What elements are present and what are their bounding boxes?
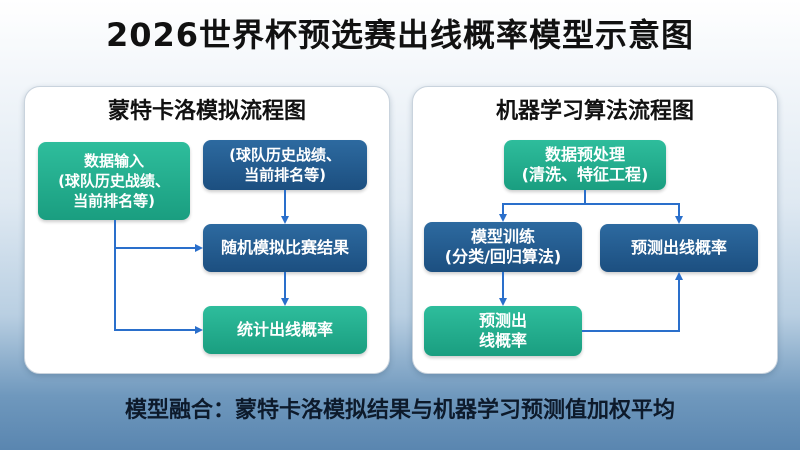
monte-carlo-panel-title: 蒙特卡洛模拟流程图 [107,99,306,124]
history-ranking-box: (球队历史战绩、 当前排名等) [203,140,367,190]
machine-learning-panel-title: 机器学习算法流程图 [495,99,694,124]
data-input-box: 数据输入 (球队历史战绩、 当前排名等) [38,142,190,220]
predict-probability-lower-box: 预测出 线概率 [424,306,582,356]
model-fusion-caption: 模型融合：蒙特卡洛模拟结果与机器学习预测值加权平均 [124,398,675,423]
model-training-box: 模型训练 (分类/回归算法) [424,222,582,272]
data-preprocess-box: 数据预处理 (清洗、特征工程) [504,140,666,190]
compute-probability-box: 统计出线概率 [203,306,367,354]
random-simulation-box: 随机模拟比赛结果 [203,224,367,272]
page-title: 2026世界杯预选赛出线概率模型示意图 [105,16,695,54]
predict-probability-box: 预测出线概率 [600,224,758,272]
